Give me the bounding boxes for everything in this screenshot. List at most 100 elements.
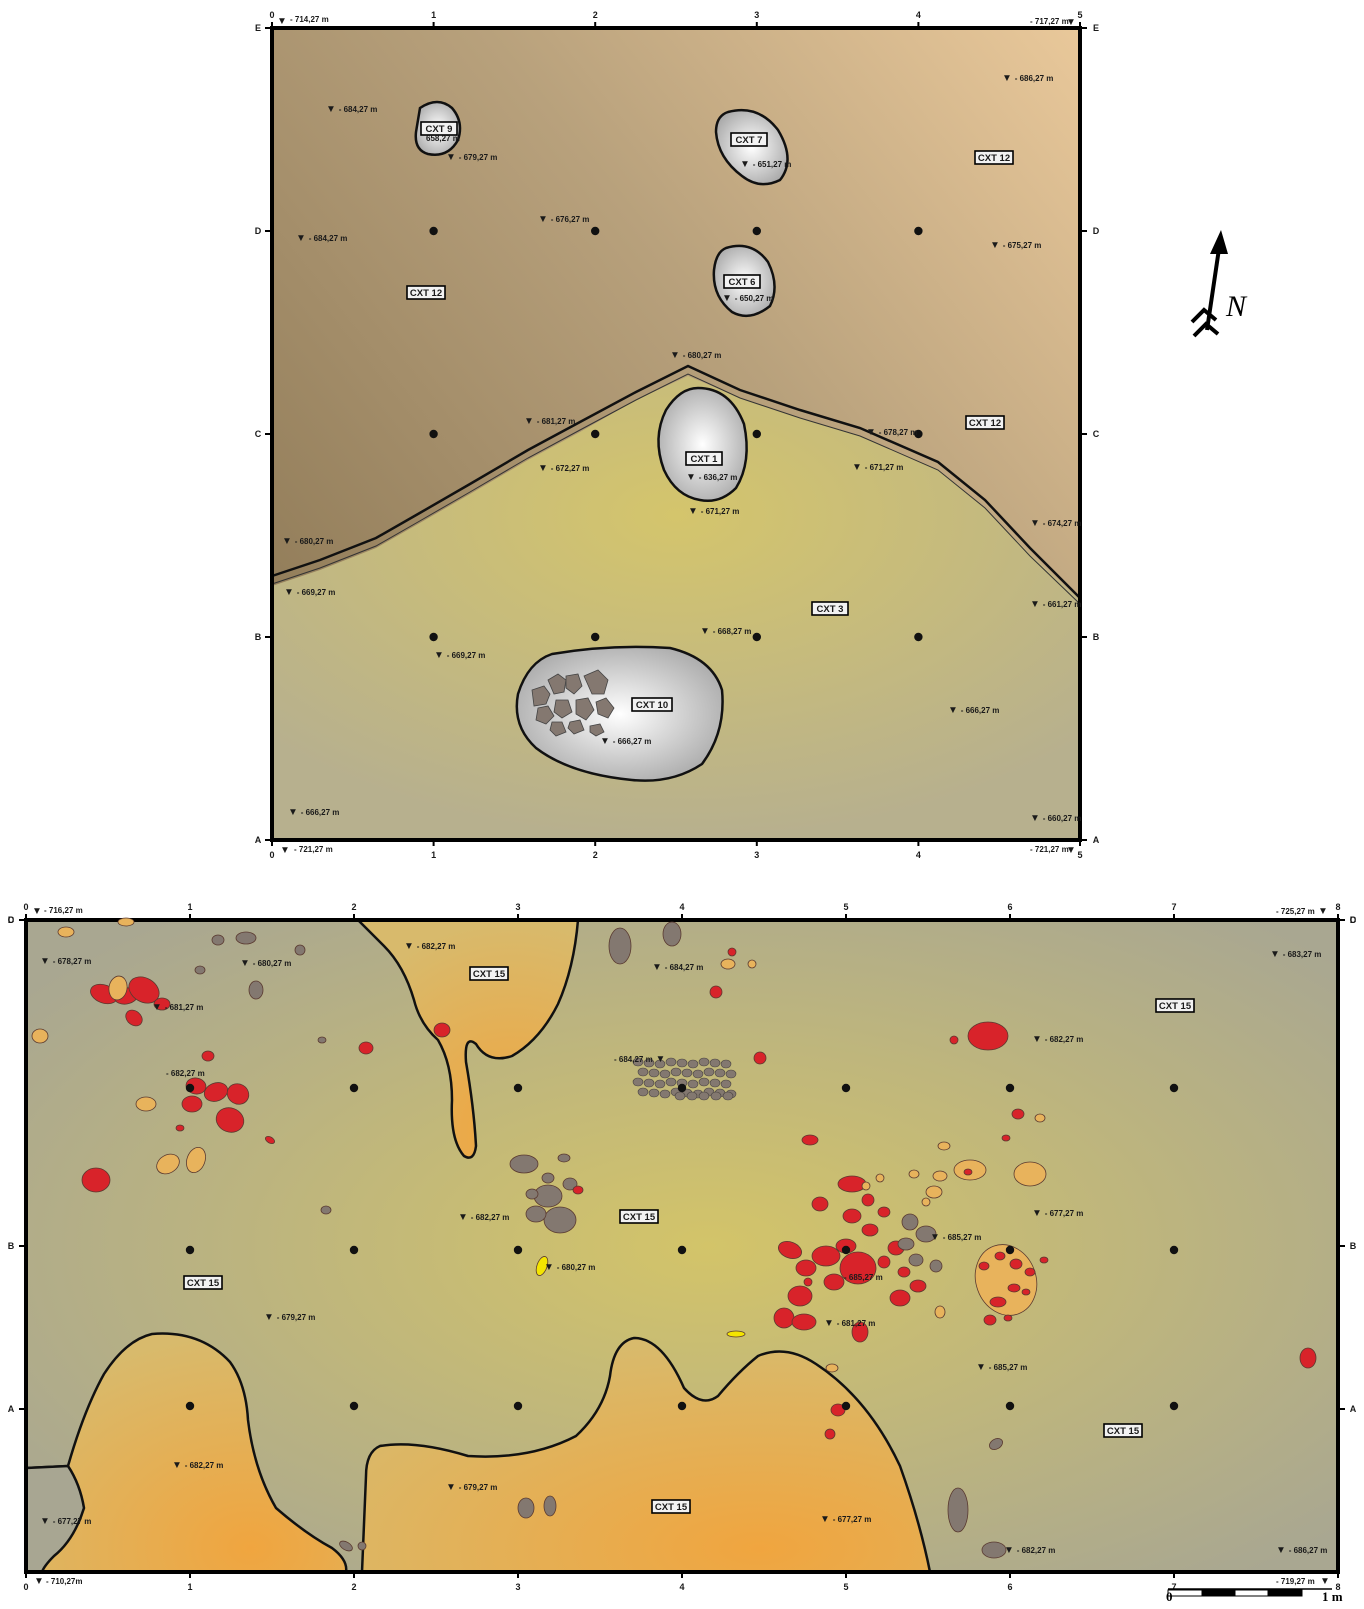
stone <box>947 1487 969 1533</box>
stone <box>525 1188 539 1200</box>
context-label: CXT 7 <box>736 135 763 146</box>
grid-point <box>591 226 600 236</box>
stone <box>531 685 551 707</box>
corner-label: - 717,27 m <box>1030 17 1069 26</box>
stone <box>897 1266 911 1278</box>
stone <box>575 697 595 721</box>
stone <box>665 1077 677 1087</box>
context-label: CXT 12 <box>410 288 442 299</box>
y-tick-label: B <box>1093 632 1100 642</box>
stone <box>981 1541 1007 1559</box>
stone <box>837 1175 867 1193</box>
stone <box>662 921 682 947</box>
north-arrow-icon: N <box>1190 230 1248 338</box>
stone <box>877 1255 891 1269</box>
context-box <box>183 1275 223 1290</box>
context-box <box>420 121 458 136</box>
x-tick-label: 4 <box>916 10 921 20</box>
stone <box>317 1036 327 1044</box>
x-tick-label: 2 <box>593 10 598 20</box>
x-tick-label: 4 <box>916 850 921 860</box>
grid-point <box>513 1083 523 1093</box>
grid-point <box>1169 1401 1179 1411</box>
elevation-label: ▼ - 681,27 m <box>152 1002 203 1013</box>
stone <box>795 1259 817 1277</box>
stone <box>654 1059 666 1069</box>
grid-point <box>349 1245 359 1255</box>
stone <box>533 1184 563 1208</box>
stone <box>637 1087 649 1097</box>
y-tick-label: C <box>1350 915 1357 925</box>
grid-point <box>429 226 438 236</box>
stone <box>557 1153 571 1163</box>
grid-point <box>1005 1401 1015 1411</box>
elevation-label: ▼ - 679,27 m <box>264 1312 315 1323</box>
context-label: CXT 10 <box>636 700 668 711</box>
stone <box>889 1289 911 1307</box>
elevation-label: ▼ - 680,27 m <box>670 350 721 361</box>
stone <box>989 1296 1007 1308</box>
top-plan-corner-labels: - 714,27 m - 717,27 m - 721,27 m - 721,2… <box>277 15 1076 856</box>
stone <box>211 934 225 946</box>
y-tick-label: B <box>1350 1241 1357 1251</box>
stone <box>1009 1258 1023 1270</box>
stone <box>978 1261 990 1271</box>
context-label: CXT 1 <box>691 454 719 465</box>
stone <box>811 1196 829 1212</box>
grid-point <box>185 1083 195 1093</box>
stone <box>676 1058 688 1068</box>
stone <box>909 1279 927 1293</box>
grid-point <box>349 1401 359 1411</box>
elevation-label: ▼ - 682,27 m <box>1004 1545 1055 1556</box>
stone <box>1011 1108 1025 1120</box>
corner-label: - 716,27 m <box>44 906 83 915</box>
y-tick-label: B <box>255 632 262 642</box>
grid-point <box>677 1401 687 1411</box>
grid-point <box>1169 1083 1179 1093</box>
x-tick-label: 1 <box>431 10 436 20</box>
stone <box>117 917 135 927</box>
grid-point <box>914 429 923 439</box>
corner-label: - 725,27 m <box>1276 907 1315 916</box>
y-tick-label: D <box>8 915 15 925</box>
x-tick-label: 5 <box>843 1582 848 1592</box>
stone <box>722 1091 734 1101</box>
stone <box>908 1169 920 1179</box>
stone <box>726 1330 746 1338</box>
context-label: CXT 6 <box>729 277 756 288</box>
stone <box>720 958 736 970</box>
stone <box>632 1057 644 1067</box>
stone <box>589 723 605 737</box>
stone <box>925 1185 943 1199</box>
x-tick-label: 1 <box>431 850 436 860</box>
grid-point <box>513 1401 523 1411</box>
grid-point <box>185 1245 195 1255</box>
context-box <box>965 415 1005 430</box>
stone <box>698 1091 710 1101</box>
grid-point <box>1169 1245 1179 1255</box>
x-tick-label: 2 <box>351 902 356 912</box>
elevation-label: ▼ - 685,27 m <box>976 1362 1027 1373</box>
orange-layer-bottom-left <box>24 1332 348 1574</box>
grid-point <box>752 226 761 236</box>
orange-layer-bottom-center <box>360 1336 932 1574</box>
stone <box>989 1438 1003 1450</box>
bottom-plan-grid-points <box>185 1083 1179 1411</box>
elevation-label: ▼ - 676,27 m <box>538 214 589 225</box>
stone <box>725 1069 737 1079</box>
x-tick-label: 3 <box>754 850 759 860</box>
stone <box>186 1147 206 1173</box>
elevation-label: ▼ - 660,27 m <box>1030 813 1081 824</box>
stone <box>824 1428 836 1440</box>
stone <box>608 927 632 965</box>
stone <box>787 1285 813 1307</box>
corner-label: - 721,27 m <box>294 845 333 854</box>
stone <box>1024 1267 1036 1277</box>
stone <box>643 1058 655 1068</box>
elevation-label: 658,27 m <box>426 134 460 143</box>
context-label: CXT 15 <box>1159 1001 1192 1012</box>
y-tick-label: C <box>1093 429 1100 439</box>
stone <box>565 673 583 695</box>
stone <box>201 1050 215 1062</box>
corner-label: - 721,27 m <box>1030 845 1069 854</box>
